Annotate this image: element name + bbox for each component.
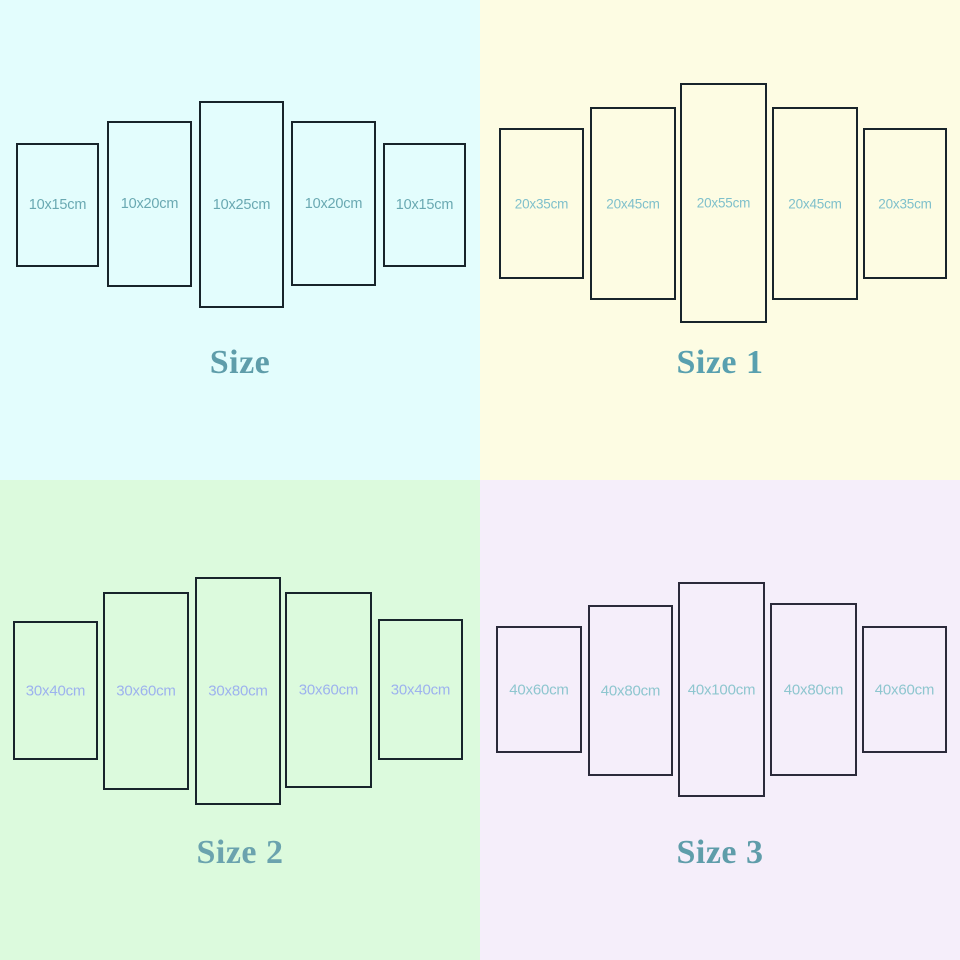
size-set-size-1: 20x35cm 20x45cm 20x55cm 20x45cm 20x35cm … <box>480 0 960 480</box>
panel-label: 40x60cm <box>509 681 569 698</box>
set-title: Size 3 <box>676 834 764 871</box>
panel-2[interactable]: 10x20cm <box>107 121 192 287</box>
panel-5[interactable]: 30x40cm <box>378 619 463 760</box>
panel-label: 10x20cm <box>304 195 363 212</box>
panel-4[interactable]: 40x80cm <box>770 603 857 776</box>
panel-label: 10x15cm <box>28 196 87 213</box>
set-title: Size 2 <box>196 834 284 871</box>
panel-label: 20x55cm <box>696 195 751 211</box>
panel-3[interactable]: 30x80cm <box>195 577 281 805</box>
panel-label: 10x25cm <box>212 196 271 213</box>
panel-label: 40x60cm <box>874 681 935 698</box>
size-set-size-2: 30x40cm 30x60cm 30x80cm 30x60cm 30x40cm … <box>0 480 480 960</box>
panel-label: 20x35cm <box>878 195 932 211</box>
panel-5[interactable]: 10x15cm <box>383 143 466 267</box>
panel-3[interactable]: 20x55cm <box>680 83 767 323</box>
panel-4[interactable]: 20x45cm <box>772 107 858 300</box>
panel-label: 30x60cm <box>116 682 176 700</box>
size-set-size: 10x15cm 10x20cm 10x25cm 10x20cm 10x15cm … <box>0 0 480 480</box>
size-set-size-3: 40x60cm 40x80cm 40x100cm 40x80cm 40x60cm… <box>480 480 960 960</box>
set-title: Size <box>209 344 271 381</box>
panel-label: 20x35cm <box>514 195 569 211</box>
panel-2[interactable]: 20x45cm <box>590 107 676 300</box>
panel-5[interactable]: 20x35cm <box>863 128 947 279</box>
panel-label: 20x45cm <box>788 195 842 211</box>
panel-3[interactable]: 40x100cm <box>678 582 765 797</box>
panel-1[interactable]: 40x60cm <box>496 626 582 753</box>
panel-1[interactable]: 20x35cm <box>499 128 584 279</box>
panel-label: 20x45cm <box>606 195 660 211</box>
panel-1[interactable]: 10x15cm <box>16 143 99 267</box>
panel-4[interactable]: 30x60cm <box>285 592 372 788</box>
panel-label: 40x80cm <box>600 682 661 699</box>
panel-label: 40x100cm <box>687 681 756 698</box>
set-title: Size 1 <box>676 344 764 381</box>
panel-3[interactable]: 10x25cm <box>199 101 284 308</box>
panel-label: 30x40cm <box>390 681 451 698</box>
panel-label: 30x40cm <box>25 682 86 699</box>
panel-4[interactable]: 10x20cm <box>291 121 376 286</box>
panel-label: 10x20cm <box>120 195 179 212</box>
panel-5[interactable]: 40x60cm <box>862 626 947 753</box>
panel-2[interactable]: 40x80cm <box>588 605 673 776</box>
panel-label: 10x15cm <box>395 196 454 213</box>
panel-label: 30x80cm <box>208 682 268 700</box>
panel-1[interactable]: 30x40cm <box>13 621 98 760</box>
panel-label: 30x60cm <box>298 681 359 699</box>
panel-label: 40x80cm <box>783 681 844 698</box>
panel-2[interactable]: 30x60cm <box>103 592 189 790</box>
